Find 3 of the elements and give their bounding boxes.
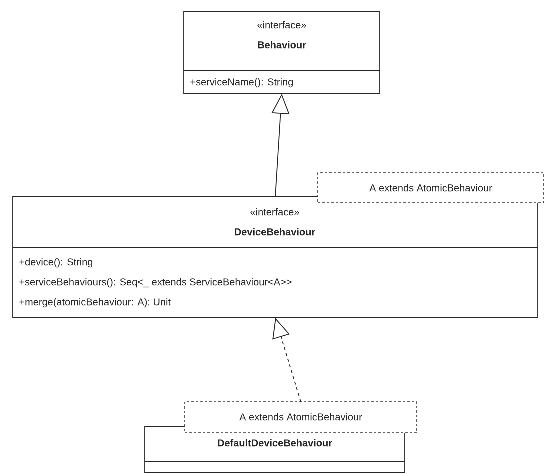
template-parameter-box: A extends AtomicBehaviour bbox=[318, 172, 544, 204]
class-box: «interface» Behaviour +serviceName(): String bbox=[184, 12, 380, 94]
template-parameter-box: A extends AtomicBehaviour bbox=[184, 402, 418, 434]
